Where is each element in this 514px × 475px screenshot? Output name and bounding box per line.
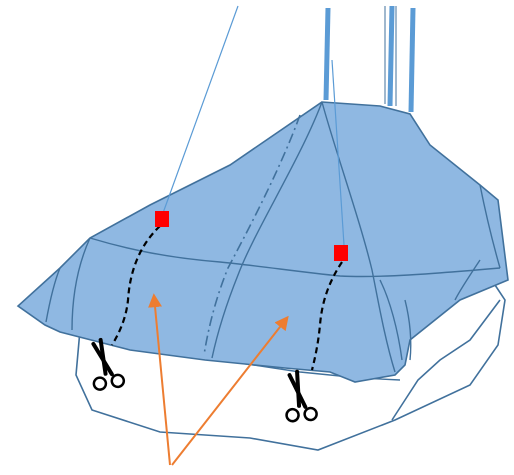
fabric-cover — [18, 102, 508, 382]
marker-right — [334, 245, 348, 261]
support-poles — [326, 6, 413, 112]
scissors-icon — [279, 370, 317, 424]
marker-left — [155, 211, 169, 227]
